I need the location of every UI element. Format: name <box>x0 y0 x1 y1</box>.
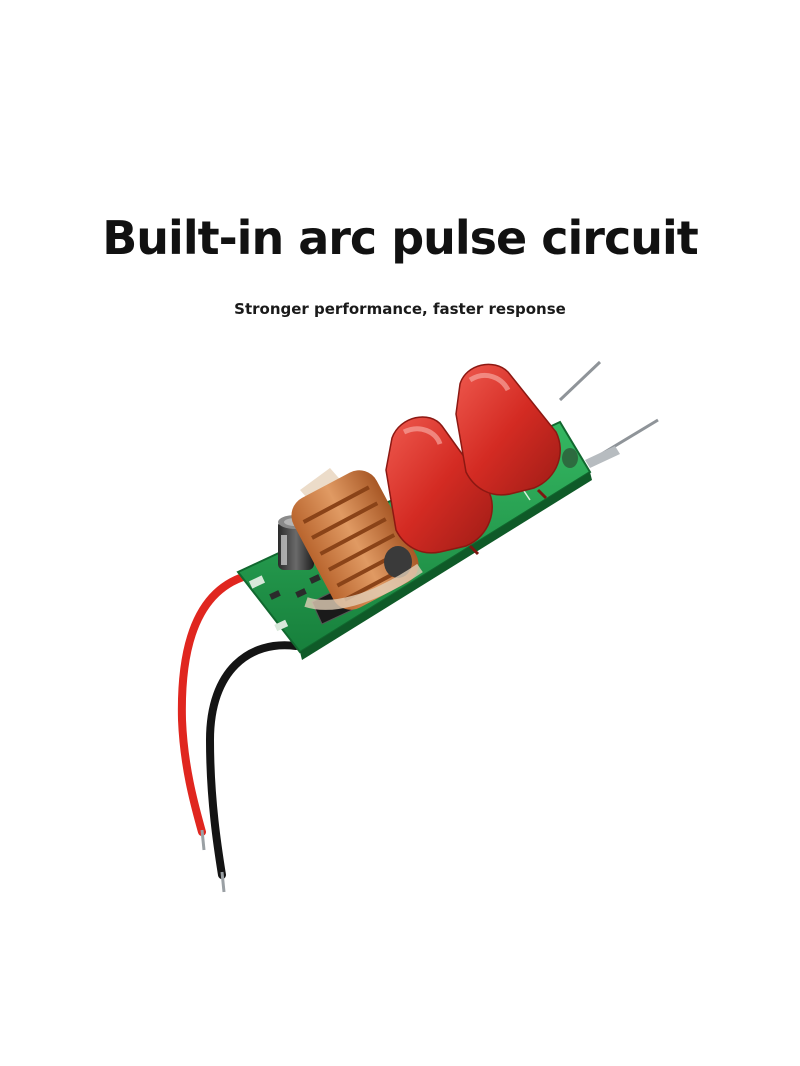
copper-coil <box>291 468 423 610</box>
red-capacitor <box>455 363 561 500</box>
red-wire <box>177 572 250 851</box>
product-illustration <box>177 360 659 893</box>
black-wire <box>205 641 300 893</box>
end-component <box>562 448 578 468</box>
subheadline: Stronger performance, faster response <box>234 300 566 318</box>
headline: Built-in arc pulse circuit <box>102 211 699 265</box>
output-pins <box>558 360 659 468</box>
red-capacitor <box>385 416 493 556</box>
